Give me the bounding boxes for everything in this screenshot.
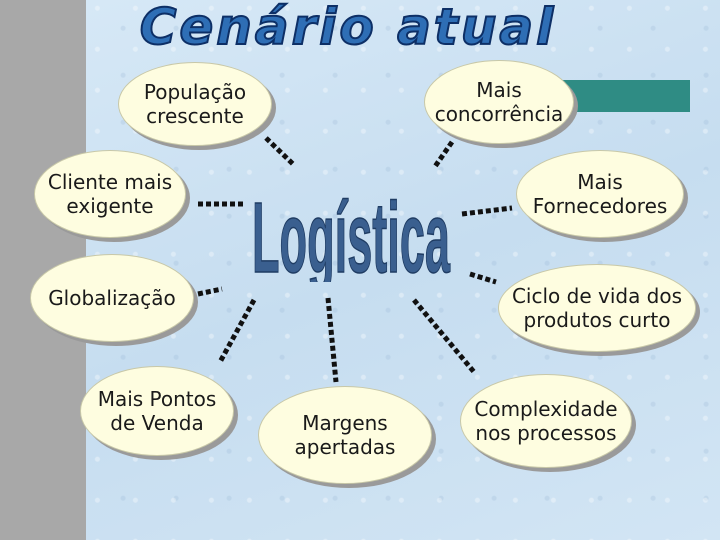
node-pontos-line1: Mais Pontos	[97, 387, 217, 411]
connector-fornecedores	[461, 205, 513, 217]
connector-ciclo	[469, 271, 497, 285]
node-globalizacao: Globalização	[30, 254, 194, 342]
title-text: Cenário atual	[140, 0, 557, 56]
node-complexidade-line2: nos processos	[475, 421, 617, 445]
node-complexidade-line1: Complexidade	[474, 397, 618, 421]
connector-pontos	[217, 298, 257, 364]
connector-globalizacao	[197, 286, 223, 297]
node-fornecedores-line1: Mais	[577, 170, 623, 194]
node-populacao-line1: População	[143, 80, 247, 104]
node-pontos-line2: de Venda	[110, 411, 204, 435]
connector-margens	[325, 297, 339, 383]
connector-complexidade	[412, 298, 476, 374]
node-margens-line2: apertadas	[294, 435, 396, 459]
node-ciclo-line1: Ciclo de vida dos	[511, 284, 683, 308]
node-fornecedores-line2: Fornecedores	[532, 194, 668, 218]
node-cliente-line2: exigente	[66, 194, 154, 218]
node-margens-line1: Margens	[302, 411, 388, 435]
center-logistica: Logística	[251, 181, 451, 282]
center-text: Logística	[252, 182, 451, 282]
node-concorrencia-line1: Mais	[476, 78, 522, 102]
accent-bar	[560, 80, 690, 112]
node-cliente-line1: Cliente mais	[47, 170, 173, 194]
connector-populacao	[264, 136, 296, 167]
connector-concorrencia	[431, 140, 455, 170]
node-concorrencia-line2: concorrência	[434, 102, 564, 126]
node-populacao-line2: crescente	[146, 104, 244, 128]
slide-title: Cenário atual	[139, 0, 557, 56]
node-ciclo-line2: produtos curto	[523, 308, 671, 332]
node-globalizacao-line1: Globalização	[48, 286, 176, 310]
